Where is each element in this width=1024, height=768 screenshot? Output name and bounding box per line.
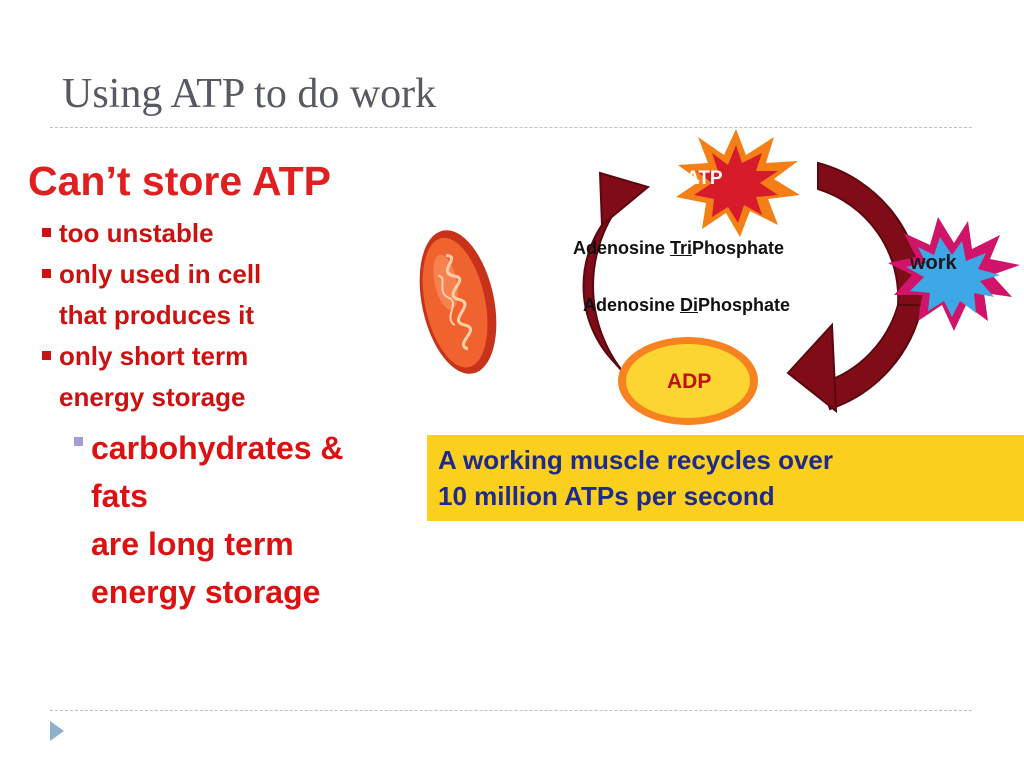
bullet-only-used-in-cell: only used in cell that produces it bbox=[42, 254, 261, 336]
adp-label: ADP bbox=[667, 370, 712, 393]
square-bullet-icon bbox=[74, 437, 83, 446]
work-label: work bbox=[910, 252, 957, 274]
right-arrowhead bbox=[786, 322, 838, 414]
muscle-fact-callout: A working muscle recycles over 10 millio… bbox=[427, 435, 1024, 521]
slide-title: Using ATP to do work bbox=[62, 71, 437, 117]
bullet-line: too unstable bbox=[59, 218, 214, 248]
sub-bullet-line: fats bbox=[91, 478, 148, 514]
name-suffix: Phosphate bbox=[698, 295, 791, 315]
callout-line-1: A working muscle recycles over bbox=[438, 445, 834, 475]
atp-full-name: Adenosine TriPhosphate bbox=[573, 238, 784, 259]
name-underlined-part: Di bbox=[680, 295, 699, 315]
left-arrowhead bbox=[598, 171, 651, 228]
name-prefix: Adenosine bbox=[573, 238, 671, 258]
right-cycle-arrow-lower bbox=[820, 304, 924, 411]
top-divider bbox=[50, 127, 972, 128]
name-prefix: Adenosine bbox=[583, 295, 681, 315]
bullet-too-unstable: too unstable bbox=[42, 213, 214, 254]
adp-full-name: Adenosine DiPhosphate bbox=[583, 295, 790, 316]
name-underlined-part: Tri bbox=[670, 238, 693, 258]
sub-bullet-line: energy storage bbox=[91, 574, 321, 610]
name-suffix: Phosphate bbox=[692, 238, 785, 258]
sub-bullet-line: are long term bbox=[91, 526, 294, 562]
square-bullet-icon bbox=[42, 228, 51, 237]
mitochondrion-icon bbox=[419, 230, 497, 374]
sub-bullet-line: carbohydrates & bbox=[91, 430, 344, 466]
callout-line-2: 10 million ATPs per second bbox=[438, 481, 775, 511]
slide-nav-triangle-icon[interactable] bbox=[50, 721, 64, 741]
atp-label: ATP bbox=[686, 168, 723, 189]
heading-cant-store-atp: Can’t store ATP bbox=[28, 158, 331, 204]
atp-cycle-diagram bbox=[419, 129, 1020, 425]
bullet-line: only short term bbox=[59, 341, 249, 371]
bullet-line: energy storage bbox=[59, 382, 246, 412]
bullet-line: that produces it bbox=[59, 300, 255, 330]
bullet-short-term-storage: only short term energy storage bbox=[42, 336, 248, 418]
square-bullet-icon bbox=[42, 351, 51, 360]
bullet-line: only used in cell bbox=[59, 259, 262, 289]
bottom-divider bbox=[50, 710, 972, 711]
sub-bullet-long-term-storage: carbohydrates & fats are long term energ… bbox=[72, 424, 344, 616]
square-bullet-icon bbox=[42, 269, 51, 278]
